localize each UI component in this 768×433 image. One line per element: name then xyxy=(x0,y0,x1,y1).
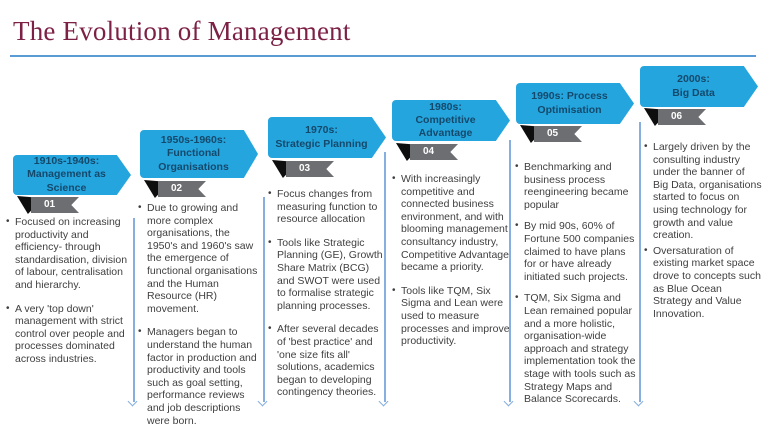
stage-bullets: Focus changes from measuring function to… xyxy=(267,188,386,410)
stage-number-badge-06: 06 xyxy=(642,108,722,128)
stage-title: 1980s: Competitive Advantage xyxy=(415,100,476,140)
page-title: The Evolution of Management xyxy=(13,16,351,46)
stage-title: 1970s: Strategic Planning xyxy=(275,124,368,150)
stage-number-badge-04: 04 xyxy=(394,143,474,163)
stage-number: 02 xyxy=(158,181,206,197)
timeline-line xyxy=(133,218,135,402)
bullet-item: Oversaturation of existing market space … xyxy=(643,245,762,321)
stage-title: 2000s: Big Data xyxy=(672,73,715,99)
stage-title: 1990s: Process Optimisation xyxy=(531,90,608,116)
stage-bullets: With increasingly competitive and connec… xyxy=(391,173,512,359)
stage-number-badge-02: 02 xyxy=(142,180,222,200)
stage-number: 03 xyxy=(286,161,334,177)
bullet-item: Benchmarking and business process reengi… xyxy=(514,161,637,211)
bullet-item: Due to growing and more complex organisa… xyxy=(137,202,258,315)
down-arrow-icon xyxy=(257,396,268,407)
stage-bullets: Due to growing and more complex organisa… xyxy=(137,202,258,433)
bullet-item: Largely driven by the consulting industr… xyxy=(643,141,762,242)
bullet-item: Managers began to understand the human f… xyxy=(137,326,258,427)
stage-banner-1950s: 1950s-1960s: Functional Organisations xyxy=(140,130,258,178)
bullet-item: With increasingly competitive and connec… xyxy=(391,173,512,274)
stage-bullets: Focused on increasing productivity and e… xyxy=(5,216,128,377)
timeline-line xyxy=(639,122,641,402)
title-underline xyxy=(10,55,756,57)
stage-bullets: Benchmarking and business process reengi… xyxy=(514,161,637,415)
bullet-item: Focused on increasing productivity and e… xyxy=(5,216,128,292)
timeline-line xyxy=(509,140,511,402)
stage-title: 1910s-1940s: Management as Science xyxy=(27,155,106,194)
stage-number: 05 xyxy=(534,126,582,142)
stage-number-badge-03: 03 xyxy=(270,160,350,180)
stage-number-badge-05: 05 xyxy=(518,125,598,145)
stage-banner-1980s: 1980s: Competitive Advantage xyxy=(392,100,510,141)
stage-bullets: Largely driven by the consulting industr… xyxy=(643,141,762,323)
stage-number: 04 xyxy=(410,144,458,160)
stage-number-badge-01: 01 xyxy=(15,196,95,216)
stage-number: 06 xyxy=(658,109,706,125)
stage-banner-1910s: 1910s-1940s: Management as Science xyxy=(13,155,131,195)
stage-number: 01 xyxy=(31,197,79,213)
bullet-item: Focus changes from measuring function to… xyxy=(267,188,386,226)
bullet-item: Tools like Strategic Planning (GE), Grow… xyxy=(267,237,386,313)
down-arrow-icon xyxy=(503,396,514,407)
stage-banner-1970s: 1970s: Strategic Planning xyxy=(268,117,386,158)
bullet-item: Tools like TQM, Six Sigma and Lean were … xyxy=(391,285,512,348)
stage-banner-1990s: 1990s: Process Optimisation xyxy=(516,83,634,124)
bullet-item: After several decades of 'best practice'… xyxy=(267,323,386,399)
bullet-item: TQM, Six Sigma and Lean remained popular… xyxy=(514,292,637,405)
timeline-line xyxy=(384,152,386,402)
stage-banner-2000s: 2000s: Big Data xyxy=(640,66,758,107)
stage-title: 1950s-1960s: Functional Organisations xyxy=(158,134,229,173)
bullet-item: By mid 90s, 60% of Fortune 500 companies… xyxy=(514,220,637,283)
down-arrow-icon xyxy=(127,396,138,407)
timeline-line xyxy=(263,197,265,402)
bullet-item: A very 'top down' management with strict… xyxy=(5,303,128,366)
